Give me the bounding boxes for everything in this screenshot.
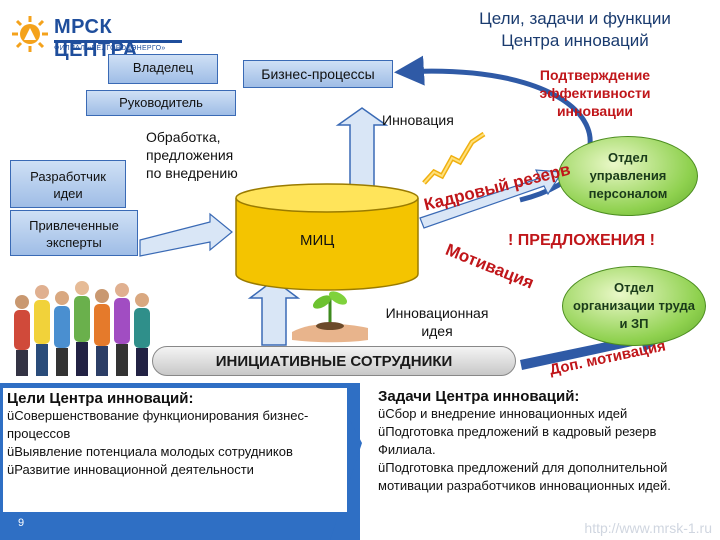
experts-box: Привлеченные эксперты	[10, 210, 138, 256]
tasks-title: Задачи Центра инноваций:	[378, 388, 580, 405]
people-illustration	[14, 281, 150, 376]
plant-hand-icon	[292, 291, 368, 343]
confirmation-text: Подтверждение эффективности инновации	[539, 67, 651, 119]
logo-sub: ФИЛИАЛ «БЕЛГОРОДЭНЕРГО»	[54, 45, 166, 52]
labor-department-oval: Отдел организации труда и ЗП	[562, 266, 706, 346]
miz-label: МИЦ	[300, 232, 335, 249]
proposals-text: ! ПРЕДЛОЖЕНИЯ !	[508, 232, 655, 249]
idea-label: Инновационная идея	[385, 305, 489, 339]
growth-chart-icon	[422, 131, 486, 185]
manager-box: Руководитель	[86, 90, 236, 116]
goals-item-2: üВыявление потенциала молодых сотруднико…	[7, 444, 293, 459]
goals-title: Цели Центра инноваций:	[7, 390, 194, 407]
tasks-item-3: üПодготовка предложений для дополнительн…	[378, 460, 671, 493]
logo-sun-icon	[12, 16, 48, 52]
goals-item-1: üСовершенствование функционирования бизн…	[7, 408, 309, 441]
title-line-2: Центра инноваций	[501, 31, 649, 50]
miz-cylinder	[235, 183, 419, 291]
tasks-item-2: üПодготовка предложений в кадровый резер…	[378, 424, 657, 457]
developer-box: Разработчик идеи	[10, 160, 126, 208]
innovation-arrow	[335, 107, 389, 196]
tasks-panel: Задачи Центра инноваций: üСбор и внедрен…	[372, 386, 712, 526]
page-number: 9	[18, 517, 25, 529]
innovation-label: Инновация	[382, 112, 454, 128]
hr-department-oval: Отдел управления персоналом	[558, 136, 698, 216]
owner-box: Владелец	[108, 54, 218, 84]
tasks-item-1: üСбор и внедрение инновационных идей	[378, 406, 628, 421]
to-hr-arrow	[419, 169, 564, 229]
goals-panel: Цели Центра инноваций: üСовершенствовани…	[0, 383, 362, 540]
title-line-1: Цели, задачи и функции	[479, 9, 671, 28]
processing-text: Обработка, предложения по внедрению	[146, 129, 238, 181]
initiative-bar: ИНИЦИАТИВНЫЕ СОТРУДНИКИ	[152, 346, 516, 376]
business-processes-box: Бизнес-процессы	[243, 60, 393, 88]
goals-card: Цели Центра инноваций: üСовершенствовани…	[2, 387, 348, 513]
goals-item-3: üРазвитие инновационной деятельности	[7, 462, 254, 477]
footer-url[interactable]: http://www.mrsk-1.ru	[584, 520, 712, 536]
to-miz-arrow	[139, 212, 233, 257]
logo-bar	[54, 40, 182, 43]
page-title: Цели, задачи и функции Центра инноваций	[440, 8, 710, 52]
